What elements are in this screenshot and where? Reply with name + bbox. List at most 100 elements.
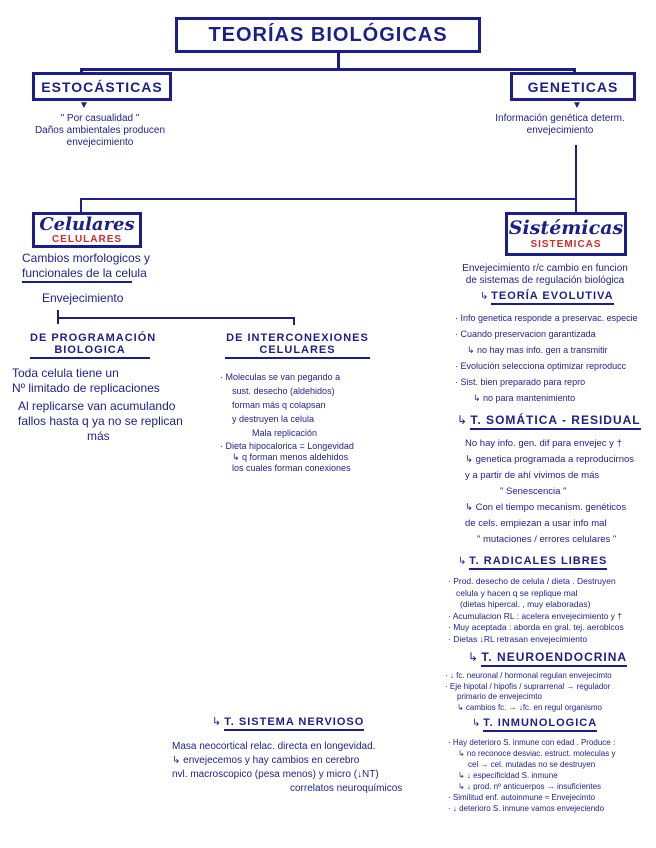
somatica-heading: T. SOMÁTICA - RESIDUAL (470, 413, 641, 430)
text-line: Envejecimiento (42, 291, 124, 305)
text-line: los cuales forman conexiones (232, 463, 351, 473)
text-line: de sistemas de regulación biológica (465, 275, 625, 286)
inmunologica-section: ↳ T. INMUNOLOGICA (472, 717, 598, 732)
nervioso-heading: T. SISTEMA NERVIOSO (224, 716, 365, 731)
heading-line: DE PROGRAMACIÓN (30, 332, 157, 344)
text-line: ↳ q forman menos aldehidos (232, 452, 349, 462)
text-line: " Por casualidad " (60, 113, 140, 124)
text-line: de cels. empiezan a usar info mal (465, 518, 607, 529)
connector (80, 198, 577, 200)
sistemicas-box: Sistémicas SISTEMICAS (505, 212, 627, 256)
evolutiva-heading: TEORÍA EVOLUTIVA (491, 290, 614, 305)
text-line: ↳ ↓ prod. nº anticuerpos → insuficientes (458, 782, 602, 791)
text-line: No hay info. gen. dif para envejec y † (465, 438, 622, 449)
interconexiones-heading: DE INTERCONEXIONES CELULARES (225, 332, 370, 359)
text-line: Cambios morfologicos y (22, 251, 151, 265)
connector (337, 53, 340, 69)
programacion-text: Toda celula tiene un Nº limitado de repl… (12, 366, 183, 444)
connector (80, 68, 83, 74)
text-line: y a partir de ahí vivimos de más (465, 470, 600, 481)
nervioso-text: Masa neocortical relac. directa en longe… (172, 740, 402, 796)
text-line: · ↓ deterioro S. inmune vamos envejecien… (448, 804, 605, 813)
text-line: ↳ cambios fc. → ↓fc. en regul organismo (457, 702, 602, 712)
somatica-section: ↳ T. SOMÁTICA - RESIDUAL (457, 413, 641, 430)
text-line: Toda celula tiene un (12, 366, 119, 380)
text-line: ↳ envejecemos y hay cambios en cerebro (172, 755, 360, 766)
text-line: envejecimiento (526, 125, 594, 136)
text-line: · Dietas ↓RL retrasan envejecimiento (448, 633, 588, 644)
text-line: envejecimiento (66, 137, 134, 148)
text-line: Nº limitado de replicaciones (12, 381, 160, 395)
text-line: · Hay deterioro S. inmune con edad . Pro… (448, 738, 616, 747)
somatica-text: No hay info. gen. dif para envejec y † ↳… (465, 436, 634, 548)
text-line: cel → cel. mutadas no se destruyen (468, 760, 596, 769)
text-line: " mutaciones / errores celulares " (477, 534, 617, 545)
celulares-desc: Cambios morfologicos y funcionales de la… (22, 251, 150, 306)
text-line: ↳ no para mantenimiento (473, 393, 576, 403)
heading-line: DE INTERCONEXIONES (226, 332, 369, 344)
text-line: · Muy aceptada : aborda en gral. tej. ae… (448, 622, 624, 632)
text-line: (dietas hipercal. , muy elaboradas) (460, 599, 591, 609)
text-line: Daños ambientales producen (34, 125, 166, 136)
geneticas-desc: Información genética determ. envejecimie… (470, 113, 650, 137)
text-line: nvl. macroscopico (pesa menos) y micro (… (172, 769, 379, 780)
radicales-heading: T. RADICALES LIBRES (469, 555, 608, 570)
evolutiva-text: · Info genetica responde a preservac. es… (455, 310, 638, 406)
text-line: · Cuando preservacion garantizada (455, 329, 596, 339)
neuroendocrina-text: · ↓ fc. neuronal / hormonal regulan enve… (445, 671, 612, 713)
text-line: · Similitud enf. autoinmune ≈ Envejecimt… (448, 793, 596, 802)
geneticas-box: GENETICAS (510, 72, 636, 101)
text-line: celula y hacen q se replique mal (456, 587, 578, 598)
page-title: TEORÍAS BIOLÓGICAS (208, 23, 448, 46)
celulares-box: Celulares CELULARES (32, 212, 142, 248)
neuroendocrina-heading: T. NEUROENDOCRINA (481, 650, 628, 667)
text-line: · Dieta hipocalorica = Longevidad (220, 441, 354, 451)
text-line: · Acumulacion RL : acelera envejecimient… (448, 610, 623, 621)
text-line: " Senescencia " (500, 486, 567, 497)
title-box: TEORÍAS BIOLÓGICAS (175, 17, 481, 53)
radicales-text: · Prod. desecho de celula / dieta . Dest… (448, 576, 624, 645)
text-line: ↳ no reconoce desviac. estruct. molecula… (458, 749, 616, 758)
text-line: ↳ genetica programada a reproducirnos (465, 454, 635, 465)
text-line: · Moleculas se van pegando a (220, 372, 341, 382)
estocasticas-desc: " Por casualidad " Daños ambientales pro… (20, 113, 180, 149)
neuroendocrina-section: ↳ T. NEUROENDOCRINA (468, 650, 628, 667)
text-line: correlatos neuroquímicos (290, 783, 403, 794)
connector (80, 68, 576, 71)
text-line: ↳ no hay mas info. gen a transmitir (467, 345, 608, 355)
inmunologica-text: · Hay deterioro S. inmune con edad . Pro… (448, 737, 615, 814)
connector (293, 317, 295, 325)
text-line: Información genética determ. (495, 113, 625, 124)
text-line: más (87, 429, 110, 443)
text-line: y destruyen la celula (232, 414, 315, 424)
text-line: ↳ Con el tiempo mecanism. genéticos (465, 502, 627, 513)
celulares-script-title: Celulares (39, 214, 135, 235)
text-line: Mala replicación (252, 428, 318, 438)
geneticas-label: GENETICAS (527, 78, 619, 95)
text-line: · ↓ fc. neuronal / hormonal regulan enve… (445, 671, 612, 680)
nervioso-section: ↳ T. SISTEMA NERVIOSO (212, 716, 365, 731)
celulares-label: CELULARES (51, 234, 123, 245)
text-line: forman más q colapsan (232, 400, 326, 410)
text-line: · Prod. desecho de celula / dieta . Dest… (448, 576, 616, 586)
connector (575, 145, 577, 213)
text-line: Masa neocortical relac. directa en longe… (172, 741, 376, 752)
text-line: · Eje hipotal / hipofis / suprarrenal → … (445, 681, 611, 691)
estocasticas-label: ESTOCÁSTICAS (41, 78, 163, 95)
arrow-down-icon: ▼ (572, 100, 582, 111)
text-line: funcionales de la celula (22, 266, 147, 283)
text-line: · Info genetica responde a preservac. es… (455, 313, 638, 323)
radicales-section: ↳ T. RADICALES LIBRES (458, 555, 608, 570)
connector (57, 317, 295, 319)
interconexiones-text: · Moleculas se van pegando a sust. desec… (220, 370, 354, 474)
text-line: Al replicarse van acumulando (18, 399, 176, 413)
text-line: sust. desecho (aldehidos) (232, 386, 335, 396)
connector (573, 68, 576, 74)
estocasticas-box: ESTOCÁSTICAS (32, 72, 172, 101)
text-line: primario de envejecimto (457, 692, 542, 701)
programacion-heading: DE PROGRAMACIÓN BIOLOGICA (30, 332, 157, 359)
text-line: fallos hasta q ya no se replican (18, 414, 183, 428)
sistemicas-label: SISTEMICAS (530, 239, 602, 250)
inmunologica-heading: T. INMUNOLOGICA (483, 717, 598, 732)
